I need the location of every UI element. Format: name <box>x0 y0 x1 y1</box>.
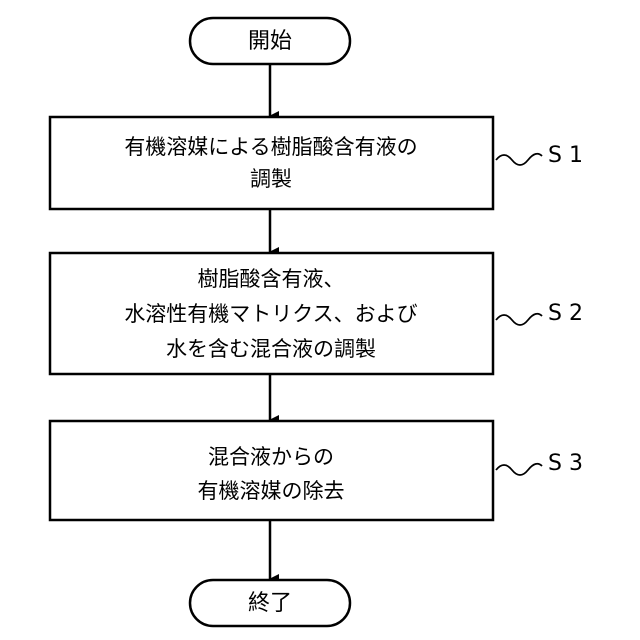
process-step-s3: 混合液からの 有機溶媒の除去 <box>50 421 493 520</box>
process-text-s2-line2: 水溶性有機マトリクス、および <box>124 302 417 326</box>
step-label-s1: S 1 <box>548 143 583 168</box>
step-label-s2: S 2 <box>548 301 583 326</box>
process-text-s1-line2: 調製 <box>250 167 292 191</box>
process-step-s1: 有機溶媒による樹脂酸含有液の 調製 <box>50 117 493 209</box>
process-text-s2-line1: 樹脂酸含有液、 <box>198 267 345 291</box>
process-text-s3-line2: 有機溶媒の除去 <box>198 479 345 503</box>
process-box-s1 <box>50 117 493 209</box>
start-terminal: 開始 <box>190 18 350 64</box>
step-leader-s1 <box>496 154 542 165</box>
process-text-s2-line3: 水を含む混合液の調製 <box>166 337 376 361</box>
process-step-s2: 樹脂酸含有液、 水溶性有機マトリクス、および 水を含む混合液の調製 <box>50 253 493 374</box>
start-label: 開始 <box>248 29 292 54</box>
step-leader-s2 <box>496 314 542 325</box>
process-box-s3 <box>50 421 493 520</box>
process-text-s1-line1: 有機溶媒による樹脂酸含有液の <box>124 135 417 159</box>
end-terminal: 終了 <box>190 580 350 626</box>
step-leader-s3 <box>496 464 542 475</box>
process-text-s3-line1: 混合液からの <box>208 445 334 469</box>
end-label: 終了 <box>248 591 292 616</box>
step-label-s3: S 3 <box>548 451 583 476</box>
